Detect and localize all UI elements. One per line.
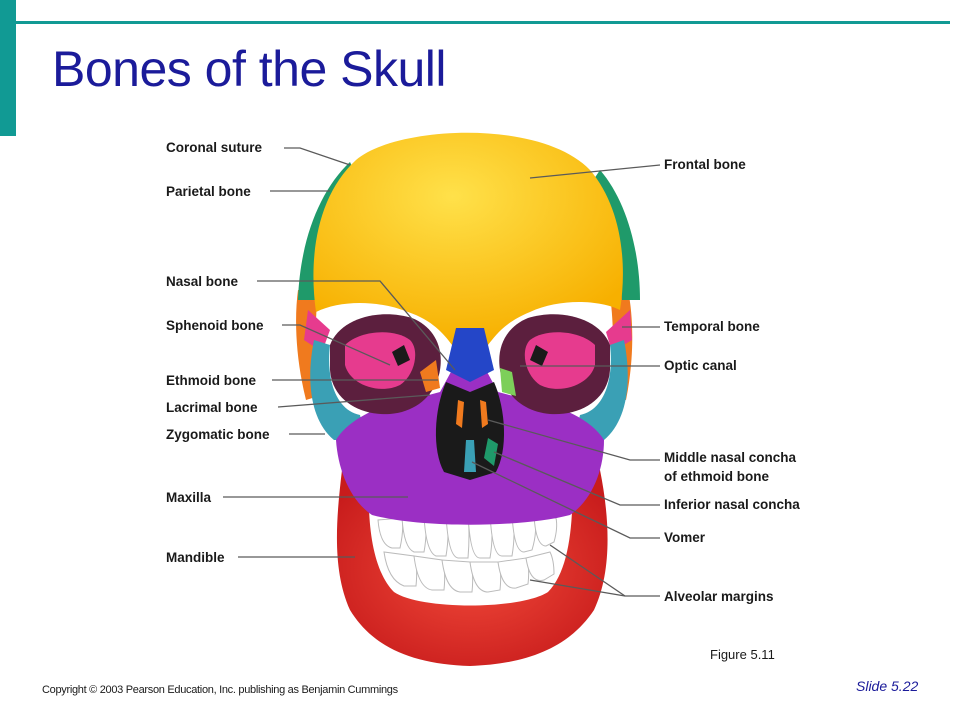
sphenoid-bone-left [304,310,330,352]
label-middle-nasal-concha: Middle nasal concha [664,450,797,465]
zygomatic-bone-right [574,340,628,440]
label-frontal-bone: Frontal bone [664,157,746,172]
teeth [377,512,558,593]
middle-nasal-concha-right [480,400,488,428]
label-lacrimal-bone: Lacrimal bone [166,400,258,415]
label-nasal-bone: Nasal bone [166,274,239,289]
optic-canal-left [392,345,410,366]
nasal-bone [446,328,494,382]
figure-caption: Figure 5.11 [710,647,775,662]
leader-lines [223,147,661,597]
frontal-bone [313,132,623,345]
label-vomer: Vomer [664,530,706,545]
lacrimal-bone-left [420,360,440,392]
copyright-notice: Copyright © 2003 Pearson Education, Inc.… [42,684,398,696]
slide-number: Slide 5.22 [856,678,919,694]
slide-title: Bones of the Skull [52,41,447,97]
label-coronal-suture: Coronal suture [166,140,263,155]
mandible-bone [336,470,608,666]
label-temporal-bone: Temporal bone [664,319,760,334]
label-middle-nasal-concha-line2: of ethmoid bone [664,469,769,484]
accent-bar [0,0,16,136]
label-inferior-nasal-concha: Inferior nasal concha [664,497,800,512]
ethmoid-bone-right [500,368,516,396]
label-sphenoid-bone: Sphenoid bone [166,318,264,333]
inferior-nasal-concha [484,438,498,466]
middle-nasal-concha [456,400,464,428]
sphenoid-orbit-right [524,332,595,389]
label-ethmoid-bone: Ethmoid bone [166,373,256,388]
top-rule [16,21,950,24]
label-maxilla: Maxilla [166,490,212,505]
label-optic-canal: Optic canal [664,358,737,373]
label-alveolar-margins: Alveolar margins [664,589,774,604]
vomer-bone [464,440,476,472]
label-mandible: Mandible [166,550,225,565]
sphenoid-bone-right [606,310,632,352]
label-zygomatic-bone: Zygomatic bone [166,427,270,442]
optic-canal-right [530,345,548,366]
zygomatic-bone-left [310,340,366,440]
label-parietal-bone: Parietal bone [166,184,251,199]
